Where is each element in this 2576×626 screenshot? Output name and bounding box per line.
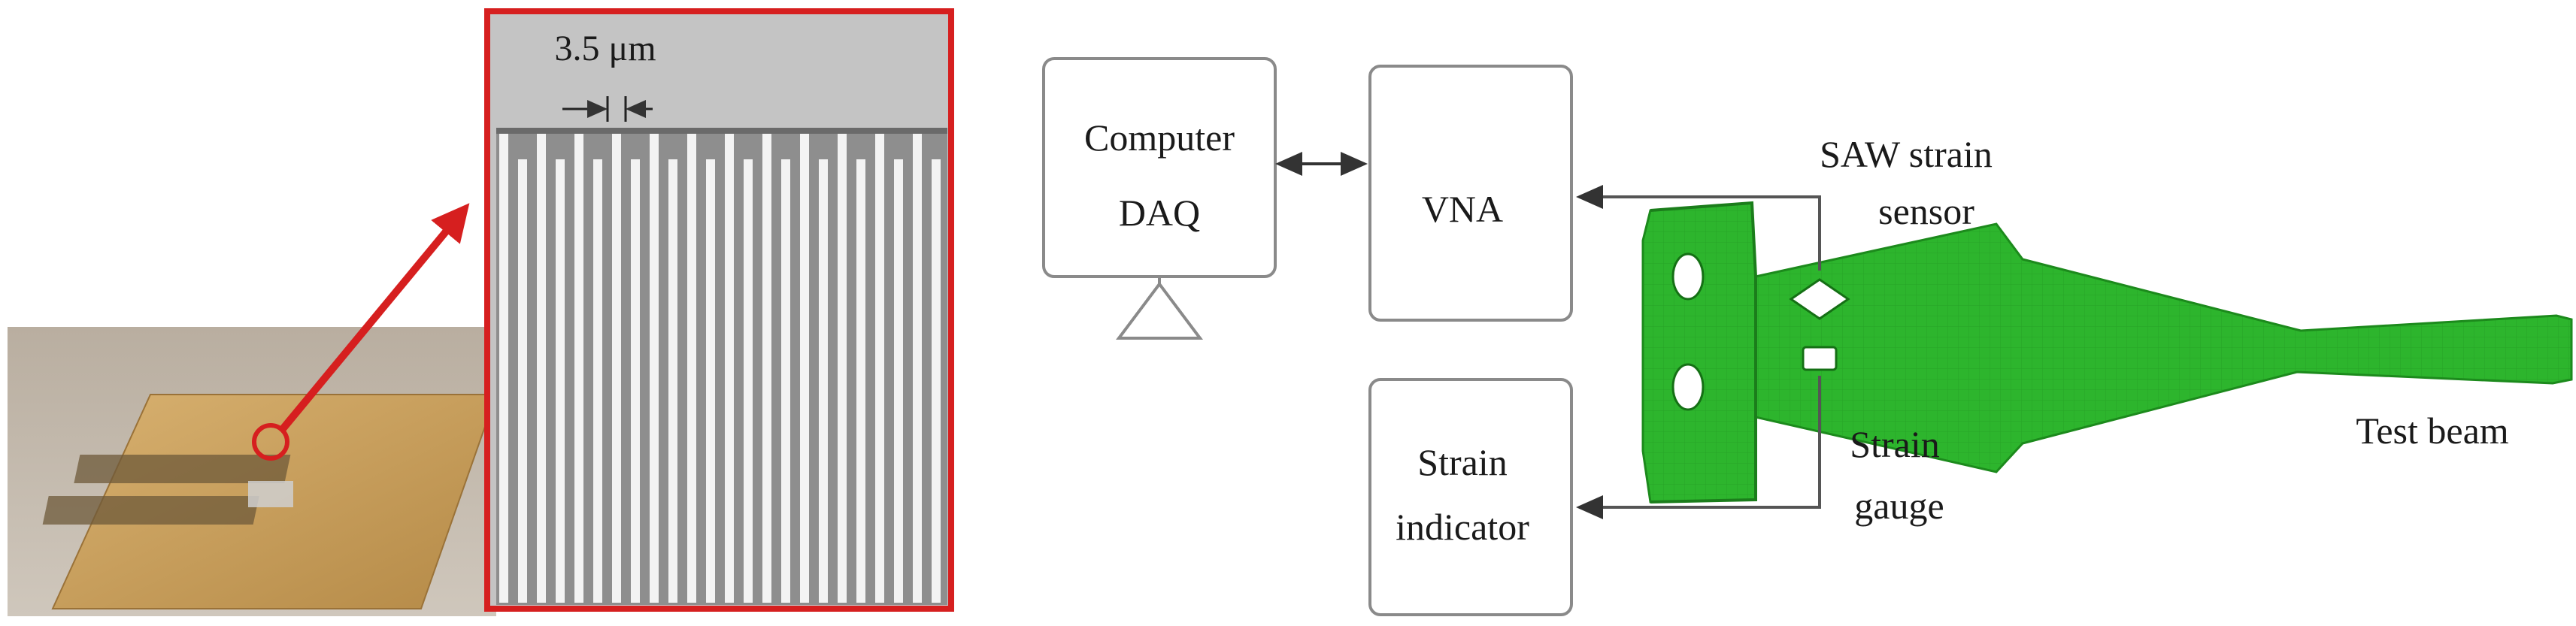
idt-finger [593, 159, 602, 603]
vna-label: VNA [1422, 188, 1503, 230]
zoom-arrow [279, 203, 470, 433]
vna-block: VNA [1368, 65, 1573, 322]
indicator-label: indicator [1396, 506, 1529, 548]
gauge-to-indicator-line [1576, 376, 1821, 519]
mount-hole-lower [1671, 363, 1705, 411]
idt-finger [838, 129, 847, 603]
strain-gauge-label-line2: gauge [1854, 485, 1944, 527]
idt-finger [612, 129, 621, 603]
idt-finger [819, 159, 828, 603]
strain-gauge-marker [1802, 346, 1838, 371]
saw-sensor-label-line1: SAW strain [1820, 133, 1993, 175]
dimension-label: 3.5 μm [554, 29, 656, 68]
idt-finger [725, 129, 734, 603]
test-beam-model [1641, 201, 2573, 504]
idt-finger [668, 159, 677, 603]
idt-finger [875, 129, 884, 603]
saw-sensor-marker [1789, 278, 1850, 320]
chip-electrode-upper [74, 455, 291, 483]
idt-fingers [496, 128, 947, 603]
strain-gauge-label-line1: Strain [1850, 423, 1939, 465]
idt-finger [687, 129, 696, 603]
chip-electrode-lower [42, 496, 259, 525]
mount-hole-upper [1671, 253, 1705, 301]
idt-finger [744, 159, 753, 603]
idt-finger [537, 129, 546, 603]
inset-frame [484, 8, 954, 612]
idt-finger [781, 159, 790, 603]
idt-finger [574, 129, 583, 603]
strain-label: Strain [1417, 441, 1507, 483]
zoom-circle [252, 423, 289, 461]
idt-finger [499, 129, 508, 603]
idt-finger [856, 159, 865, 603]
computer-label: Computer [1084, 116, 1235, 159]
strain-indicator-box [1368, 378, 1573, 616]
idt-finger [913, 129, 922, 603]
vna-box [1368, 65, 1573, 322]
monitor-stand [1116, 281, 1203, 340]
idt-bus-bar [496, 128, 947, 134]
daq-label: DAQ [1119, 192, 1200, 234]
finger-region [496, 128, 947, 605]
idt-finger [894, 159, 903, 603]
saw-to-vna-line [1576, 185, 1821, 271]
sensor-photo [8, 203, 498, 616]
test-beam-label: Test beam [2356, 410, 2508, 452]
idt-finger [650, 129, 659, 603]
beam-clamp-edge [1650, 201, 1757, 504]
chip-idt-pad [248, 481, 293, 507]
idt-finger [631, 159, 640, 603]
idt-finger [932, 159, 941, 603]
computer-daq-box [1042, 57, 1277, 278]
idt-finger [762, 129, 771, 603]
idt-zoom-inset: 3.5 μm [484, 8, 954, 612]
idt-finger [518, 159, 527, 603]
strain-indicator-block: Strain indicator [1368, 378, 1573, 616]
idt-finger [800, 129, 809, 603]
beam-mesh [1643, 203, 2571, 502]
saw-sensor-label-line2: sensor [1878, 190, 1974, 232]
idt-finger [556, 159, 565, 603]
computer-daq-block: Computer DAQ [1042, 57, 1277, 340]
idt-finger [706, 159, 715, 603]
